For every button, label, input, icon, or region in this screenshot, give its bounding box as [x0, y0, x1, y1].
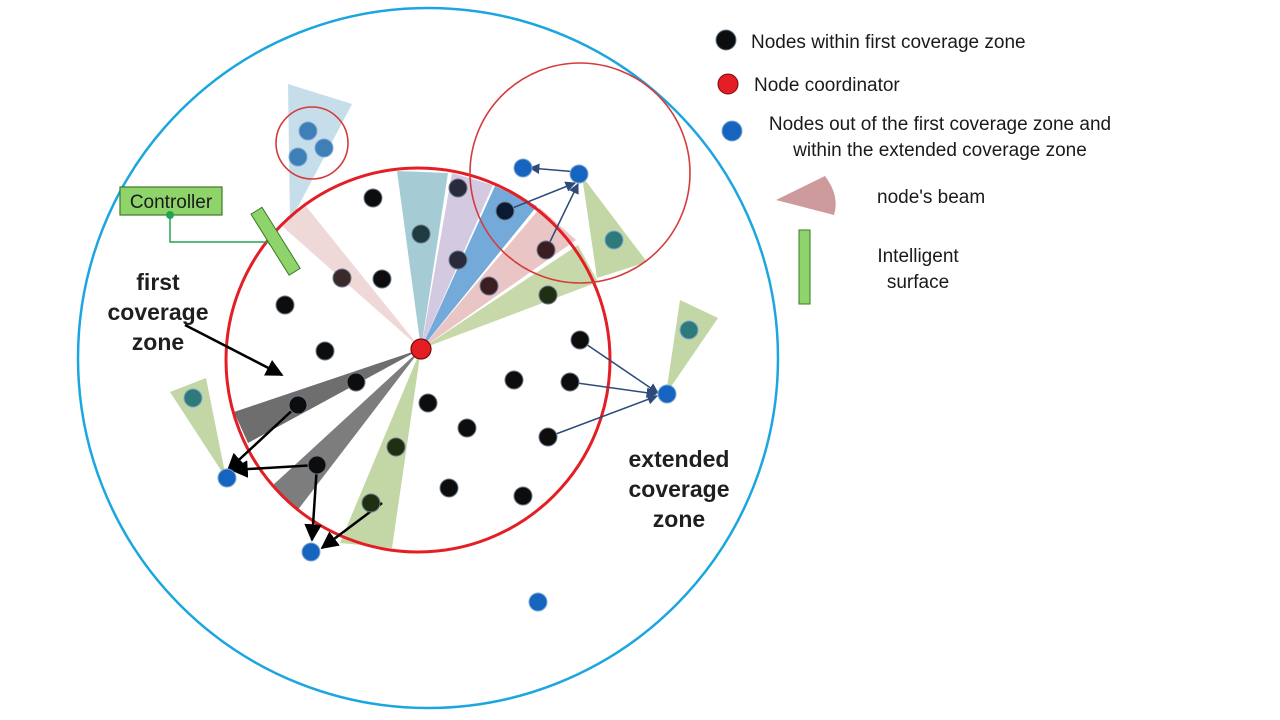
legend-black-node: Nodes within first coverage zone [751, 32, 1026, 53]
black-node-in-beam [495, 201, 515, 221]
black-node [307, 455, 327, 475]
extended-zone-label-3: zone [653, 506, 705, 532]
cluster-circle-upper-right [469, 62, 691, 284]
black-node-dot-icon [715, 29, 737, 51]
blue-node-dot-icon [721, 120, 743, 142]
controller-label: Controller [130, 192, 213, 213]
black-node [372, 269, 392, 289]
black-node-in-beam [448, 250, 468, 270]
beam-wedge-icon [776, 176, 836, 215]
black-node [275, 295, 295, 315]
blue-node [528, 592, 548, 612]
red-coordinator-dot-icon [717, 73, 739, 95]
blue-node [301, 542, 321, 562]
coordinator-beams [234, 171, 598, 548]
black-node-in-beam [479, 276, 499, 296]
legend-blue-node-2: within the extended coverage zone [792, 140, 1087, 161]
first-zone-label-3: zone [132, 329, 184, 355]
blue-node [569, 164, 589, 184]
beam-pink-upper-left [282, 205, 421, 349]
first-zone-nodes [275, 178, 590, 513]
blue-node [298, 121, 318, 141]
beam-olive-left-edge [170, 378, 226, 478]
legend-surface-1: Intelligent [877, 246, 959, 267]
black-arrows [184, 323, 383, 550]
extended-coverage-circle [76, 6, 780, 710]
legend-coordinator: Node coordinator [754, 75, 900, 96]
controller-box[interactable] [119, 186, 223, 216]
legend-surface-2: surface [887, 272, 949, 293]
beam-dark-grey-2 [272, 349, 421, 511]
controller-link-start-dot [166, 211, 174, 219]
black-node [363, 188, 383, 208]
beam-teal-up [397, 171, 448, 349]
blue-node [679, 320, 699, 340]
cluster-circle-top [275, 106, 349, 180]
black-node-in-beam [538, 285, 558, 305]
legend-beam: node's beam [877, 187, 985, 208]
blue-node [183, 388, 203, 408]
black-node-in-beam [448, 178, 468, 198]
black-node [346, 372, 366, 392]
blue-node [604, 230, 624, 250]
blue-node [513, 158, 533, 178]
black-node [513, 486, 533, 506]
relay-beams [170, 84, 718, 478]
blue-node [288, 147, 308, 167]
black-node [504, 370, 524, 390]
blue-node [657, 384, 677, 404]
black-node [439, 478, 459, 498]
black-node-in-beam [332, 268, 352, 288]
extended-zone-label-1: extended [629, 446, 730, 472]
controller-link [169, 215, 272, 243]
black-node-in-beam [411, 224, 431, 244]
extended-zone-label-2: coverage [628, 476, 729, 502]
intelligent-surface-bar-icon [798, 229, 811, 305]
blue-arrows [504, 163, 659, 438]
beam-olive-right-edge [666, 300, 718, 394]
beam-pink-right [421, 208, 576, 349]
black-node-in-beam [386, 437, 406, 457]
black-node [315, 341, 335, 361]
blue-node [314, 138, 334, 158]
black-node-in-beam [536, 240, 556, 260]
black-node-in-beam [361, 493, 381, 513]
black-node [457, 418, 477, 438]
black-node [538, 427, 558, 447]
controller-group: Controller [119, 186, 301, 276]
black-node [418, 393, 438, 413]
beam-olive-right [421, 245, 598, 349]
node-coordinator [410, 338, 432, 360]
beam-olive-down [340, 349, 421, 548]
beam-olive-upper-right [582, 176, 647, 278]
black-node [288, 395, 308, 415]
first-zone-label-1: first [136, 269, 180, 295]
beam-blue-upright [421, 186, 537, 349]
black-node [560, 372, 580, 392]
legend-blue-node-1: Nodes out of the first coverage zone and [769, 114, 1111, 135]
first-zone-label-2: coverage [107, 299, 208, 325]
legend: Nodes within first coverage zone Node co… [715, 29, 1111, 305]
intelligent-surface [250, 206, 301, 276]
black-node [570, 330, 590, 350]
blue-node [217, 468, 237, 488]
extended-zone-nodes [183, 121, 699, 612]
